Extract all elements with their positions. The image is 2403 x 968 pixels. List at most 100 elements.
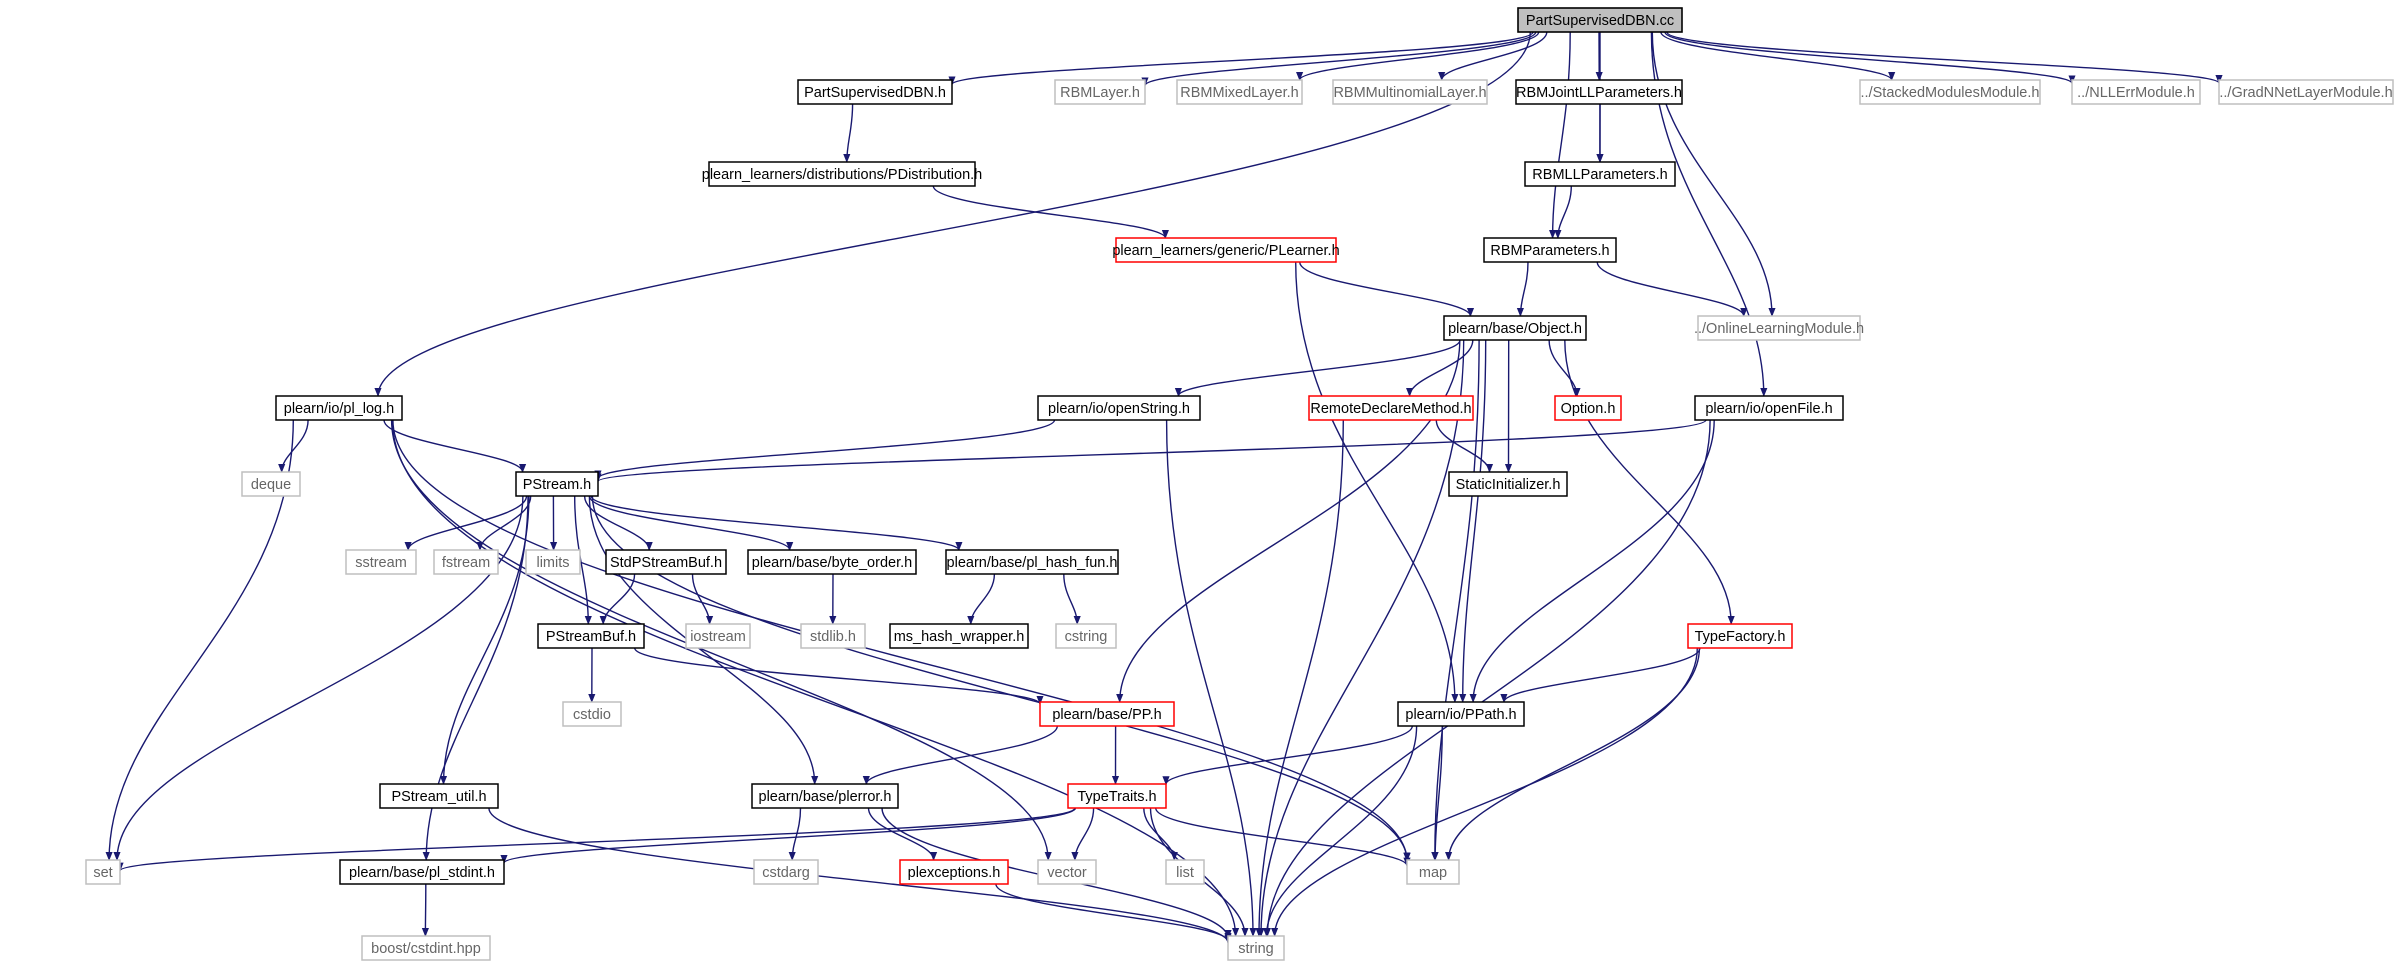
- node-rbmll[interactable]: RBMLLParameters.h: [1524, 161, 1676, 187]
- node-label: set: [93, 865, 112, 881]
- node-list: list: [1165, 859, 1205, 885]
- node-box: [945, 549, 1119, 575]
- node-sstream: sstream: [345, 549, 417, 575]
- edge-object-to-remote: [1406, 339, 1474, 397]
- edge-root-to-online: [1651, 31, 1776, 317]
- node-plexceptions[interactable]: plexceptions.h: [899, 859, 1009, 885]
- edge-object-to-typefactory: [1564, 339, 1735, 625]
- node-box: [361, 935, 491, 961]
- edge-openstring-to-pstream: [594, 419, 1056, 480]
- node-fstream: fstream: [433, 549, 499, 575]
- node-rbmparams[interactable]: RBMParameters.h: [1483, 237, 1617, 263]
- edge-plearner-to-object: [1299, 261, 1475, 317]
- node-pp[interactable]: plearn/base/PP.h: [1039, 701, 1175, 727]
- node-box: [1448, 471, 1568, 497]
- node-typetraits[interactable]: TypeTraits.h: [1067, 783, 1167, 809]
- node-label: cstdarg: [762, 865, 810, 881]
- edge-object-to-pp: [1116, 339, 1461, 703]
- node-label: StaticInitializer.h: [1456, 477, 1561, 493]
- node-option[interactable]: Option.h: [1554, 395, 1622, 421]
- edge-rbmll-to-rbmparams: [1554, 185, 1572, 239]
- node-label: sstream: [355, 555, 407, 571]
- node-label: ../GradNNetLayerModule.h: [2219, 85, 2392, 101]
- node-box: [800, 623, 866, 649]
- edge-plexceptions-to-string: [995, 883, 1232, 942]
- node-cstdarg: cstdarg: [753, 859, 819, 885]
- node-stdpstreambuf[interactable]: StdPStreamBuf.h: [605, 549, 727, 575]
- node-label: stdlib.h: [810, 629, 856, 645]
- edge-root-to-rbmmixed: [1296, 31, 1540, 81]
- node-box: [515, 471, 599, 497]
- node-box: [1554, 395, 1622, 421]
- node-box: [345, 549, 417, 575]
- node-pstream[interactable]: PStream.h: [515, 471, 599, 497]
- node-box: [1406, 859, 1460, 885]
- node-gradnnet: ../GradNNetLayerModule.h: [2218, 79, 2394, 105]
- node-box: [1037, 859, 1097, 885]
- edge-pl_log-to-string: [391, 419, 1240, 937]
- node-psdbn_h[interactable]: PartSupervisedDBN.h: [797, 79, 953, 105]
- edge-pstream-to-plerror: [588, 495, 819, 785]
- node-remote[interactable]: RemoteDeclareMethod.h: [1308, 395, 1474, 421]
- node-label: plearn/base/Object.h: [1448, 321, 1582, 337]
- edge-openfile-to-pstream: [594, 419, 1707, 483]
- node-pstreamutil[interactable]: PStream_util.h: [379, 783, 499, 809]
- node-map: map: [1406, 859, 1460, 885]
- node-openstring[interactable]: plearn/io/openString.h: [1037, 395, 1201, 421]
- node-pstreambuf[interactable]: PStreamBuf.h: [537, 623, 645, 649]
- node-box: [1115, 237, 1337, 263]
- node-label: RBMMixedLayer.h: [1180, 85, 1298, 101]
- node-label: plexceptions.h: [908, 865, 1001, 881]
- node-rbmmulti: RBMMultinomialLayer.h: [1332, 79, 1488, 105]
- node-label: PartSupervisedDBN.h: [804, 85, 946, 101]
- node-plearner[interactable]: plearn_learners/generic/PLearner.h: [1112, 237, 1340, 263]
- node-box: [433, 549, 499, 575]
- node-label: iostream: [690, 629, 746, 645]
- node-ppath[interactable]: plearn/io/PPath.h: [1397, 701, 1525, 727]
- node-plerror[interactable]: plearn/base/plerror.h: [751, 783, 899, 809]
- node-cstdio: cstdio: [562, 701, 622, 727]
- edge-typetraits-to-set: [116, 807, 1076, 872]
- node-box: [2071, 79, 2201, 105]
- node-hashfun[interactable]: plearn/base/pl_hash_fun.h: [945, 549, 1119, 575]
- edge-ppath-to-typetraits: [1162, 725, 1413, 786]
- edge-pl_log-to-deque: [278, 419, 309, 473]
- node-box: [1039, 701, 1175, 727]
- node-box: [1443, 315, 1587, 341]
- edge-pstream-to-stdpstreambuf: [583, 495, 653, 551]
- node-box: [708, 161, 976, 187]
- edge-stdpstreambuf-to-pstreambuf: [599, 573, 636, 625]
- node-plstdint[interactable]: plearn/base/pl_stdint.h: [339, 859, 505, 885]
- node-typefactory[interactable]: TypeFactory.h: [1687, 623, 1793, 649]
- edge-object-to-map: [1431, 339, 1480, 861]
- node-box: [275, 395, 403, 421]
- edge-remote-to-string: [1255, 419, 1344, 937]
- node-box: [1308, 395, 1474, 421]
- node-rbmjoint[interactable]: RBMJointLLParameters.h: [1515, 79, 1683, 105]
- edge-remote-to-staticinit: [1435, 419, 1494, 473]
- node-object[interactable]: plearn/base/Object.h: [1443, 315, 1587, 341]
- edge-root-to-stacked: [1660, 31, 1896, 81]
- node-staticinit[interactable]: StaticInitializer.h: [1448, 471, 1568, 497]
- node-mshash[interactable]: ms_hash_wrapper.h: [889, 623, 1029, 649]
- edge-typefactory-to-map: [1445, 647, 1701, 861]
- node-label: plearn/io/openFile.h: [1705, 401, 1832, 417]
- edge-typefactory-to-ppath: [1500, 647, 1701, 703]
- node-cstring: cstring: [1055, 623, 1117, 649]
- node-box: [1176, 79, 1303, 105]
- node-label: ../OnlineLearningModule.h: [1694, 321, 1864, 337]
- node-box: [605, 549, 727, 575]
- node-root[interactable]: PartSupervisedDBN.cc: [1517, 7, 1683, 33]
- node-box: [1054, 79, 1146, 105]
- edge-pstream-to-sstream: [404, 495, 528, 551]
- node-byteorder[interactable]: plearn/base/byte_order.h: [747, 549, 917, 575]
- node-box: [899, 859, 1009, 885]
- node-openfile[interactable]: plearn/io/openFile.h: [1694, 395, 1844, 421]
- node-label: plearn/base/pl_stdint.h: [349, 865, 495, 881]
- node-pdist[interactable]: plearn_learners/distributions/PDistribut…: [702, 161, 982, 187]
- node-label: plearn/base/byte_order.h: [752, 555, 912, 571]
- node-box: [1687, 623, 1793, 649]
- node-pl_log[interactable]: plearn/io/pl_log.h: [275, 395, 403, 421]
- node-box: [1517, 7, 1683, 33]
